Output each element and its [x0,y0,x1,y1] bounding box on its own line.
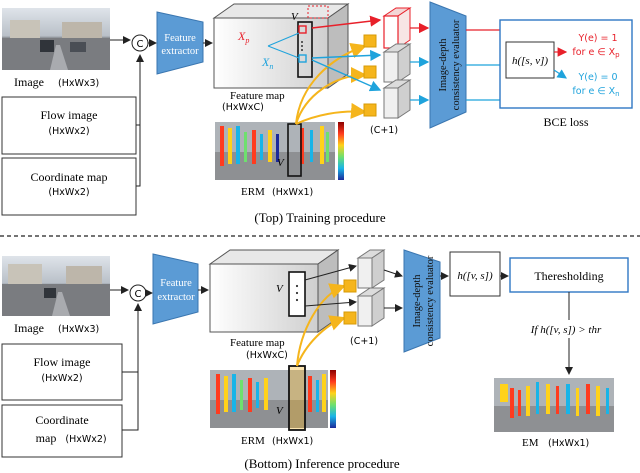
top-feature-map-cube [212,3,350,89]
top-erm-image [215,122,344,180]
top-coordinate-map-dims: (HxWx2) [48,187,89,198]
top-bce-neg-arrow [553,69,567,79]
bottom-coordinate-map-dims: (HxWx2) [65,434,106,445]
bottom-evaluator [403,249,441,353]
bottom-erm-v-label: V [276,405,284,417]
top-erm-v-label: V [277,157,285,169]
bottom-vec-arrow-1 [304,263,357,281]
top-feature-map-dims: (HxWxC) [222,102,264,113]
bottom-evaluator-line1: Image-depth [412,274,423,328]
top-positive-vector-icon [298,25,307,34]
bottom-func: h([v, s]) [457,270,493,282]
top-xn-label: Xn [261,55,273,71]
bottom-if-bg [494,320,640,338]
bottom-flow-arrow [122,303,142,373]
bottom-section: Image (HxWx3) Flow image (HxWx2) Coordin… [1,249,640,471]
bottom-input-image [2,256,110,316]
bottom-erm-image [210,365,336,431]
top-flow-arrow [136,54,144,126]
bottom-channel-note: (C+1) [350,336,378,347]
top-flow-image-box [1,96,137,155]
bottom-image-label: Image [14,321,44,335]
top-feature-extractor-line2: extractor [161,46,199,57]
bottom-depth-scalar-2 [343,311,357,325]
top-negative-arrow-1 [311,49,382,62]
bottom-vec-arrow-2 [304,298,357,307]
top-coordinate-map-box [1,157,137,216]
bottom-feature-extractor [152,253,199,325]
bottom-concat-symbol: C [135,289,142,300]
bottom-flow-image-label: Flow image [34,355,91,369]
top-negative-vector-icon [298,54,307,63]
bottom-image-dims: (HxWx3) [58,324,99,335]
top-feature-map-label: Feature map [230,90,285,102]
bottom-erm-dims: (HxWx1) [272,436,313,447]
top-depth-scalar-3 [363,103,377,117]
top-depth-scalar-1 [363,34,377,48]
bottom-thresholding-label: Theresholding [534,269,603,283]
top-section: Image (HxWx3) Flow image (HxWx2) Coordin… [1,1,633,225]
top-v-label: V [291,11,299,23]
bottom-em-image [494,378,614,432]
bottom-evaluator-line2: consistency evaluator [425,255,436,346]
top-bce-pos-cond: Y(e) = 1 [577,33,617,44]
top-bce-label: BCE loss [543,115,588,129]
bottom-thresholding-box [509,257,629,293]
top-bce-func: h([s, v]) [512,55,548,67]
bottom-vec-to-eval-1 [383,269,403,278]
bottom-em-label: EM [522,437,539,449]
top-evaluator-line2: consistency evaluator [451,19,462,110]
bottom-feature-map-dims: (HxWxC) [246,350,288,361]
top-evaluator-line1: Image-depth [438,38,449,92]
bottom-coord-arrow [122,370,139,431]
bottom-flow-image-dims: (HxWx2) [41,373,82,384]
bottom-coordinate-map-line2: map [36,431,57,445]
top-image-label: Image [14,75,44,89]
top-feature-extractor [156,11,204,75]
bottom-feature-extractor-line1: Feature [160,278,192,289]
bottom-coordinate-map-box [1,404,123,458]
top-feature-vectors [267,25,307,63]
bottom-func-box [449,251,501,297]
bottom-depth-scalar-1 [343,279,357,293]
top-flow-image-dims: (HxWx2) [48,126,89,137]
top-negative-arrow-2 [311,59,382,92]
top-erm-label: ERM [241,186,265,198]
top-bce-neg-cond: Y(e) = 0 [577,72,617,83]
top-feature-extractor-line1: Feature [164,33,196,44]
top-evaluator [429,1,467,129]
top-depth-scalar-2 [363,65,377,79]
bottom-concat-vectors [343,249,386,327]
bottom-feature-map-label: Feature map [230,337,285,349]
top-image-dims: (HxWx3) [58,78,99,89]
bottom-em-dims: (HxWx1) [548,438,589,449]
top-coordinate-map-label: Coordinate map [31,170,108,184]
top-concat-symbol: C [137,39,144,50]
top-channel-note: (C+1) [370,125,398,136]
top-bce-func-box [505,41,555,79]
bottom-v-label: V [276,283,284,295]
top-input-image [2,8,110,70]
top-bce-pos-for: for e ∈ Xp [572,47,620,59]
bottom-flow-image-box [1,343,123,401]
bottom-feature-extractor-line2: extractor [157,292,195,303]
top-coord-arrow [136,120,141,187]
top-xp-label: Xp [237,29,249,45]
bottom-depth-connectors [296,283,346,367]
top-flow-image-label: Flow image [41,108,98,122]
bottom-caption: (Bottom) Inference procedure [244,456,399,471]
bottom-feature-map-cube [208,249,340,333]
top-positive-arrow [311,15,382,29]
top-bce-neg-for: for e ∈ Xn [572,86,619,98]
top-concat-vectors [363,7,412,119]
bottom-if-text: If h([v, s]) > thr [530,324,602,336]
top-depth-connectors [295,42,367,125]
top-erm-dims: (HxWx1) [272,187,313,198]
top-caption: (Top) Training procedure [254,210,385,225]
bottom-coordinate-map-line1: Coordinate [35,413,88,427]
bottom-erm-label: ERM [241,435,265,447]
